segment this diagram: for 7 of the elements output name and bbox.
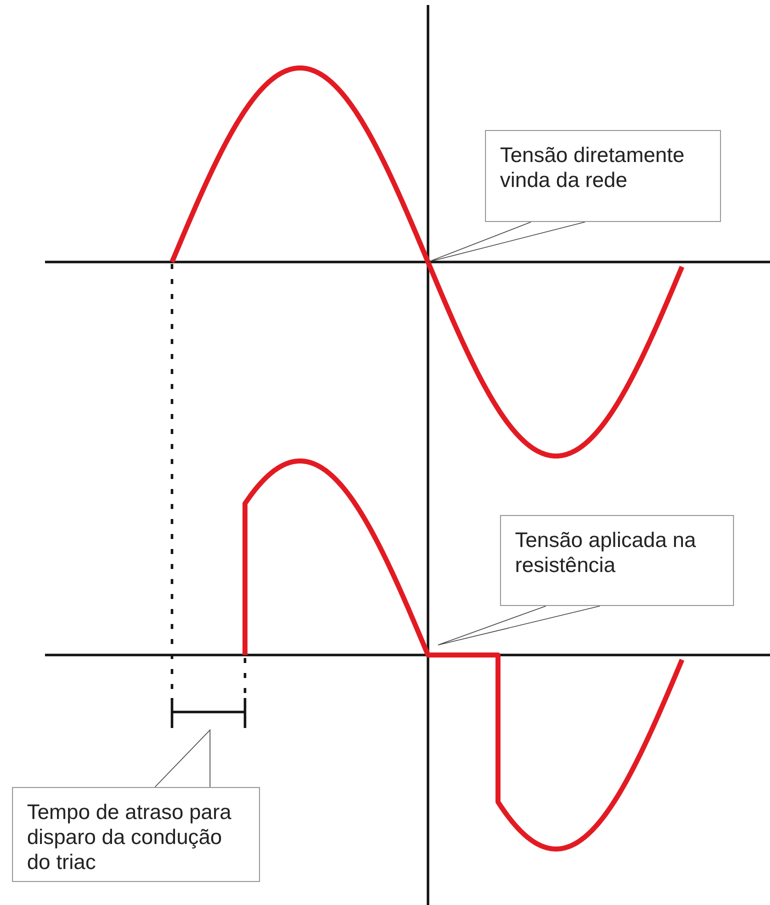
callout-text: Tensão diretamente vinda da rede [500,143,686,193]
callout-box [485,130,721,222]
callout-text: Tensão aplicada na resistência [515,528,697,578]
callout-box [12,787,260,882]
callout-text: Tempo de atraso para disparo da condução do triac [27,800,232,875]
leader-line [154,729,210,788]
callout-box [500,515,734,606]
